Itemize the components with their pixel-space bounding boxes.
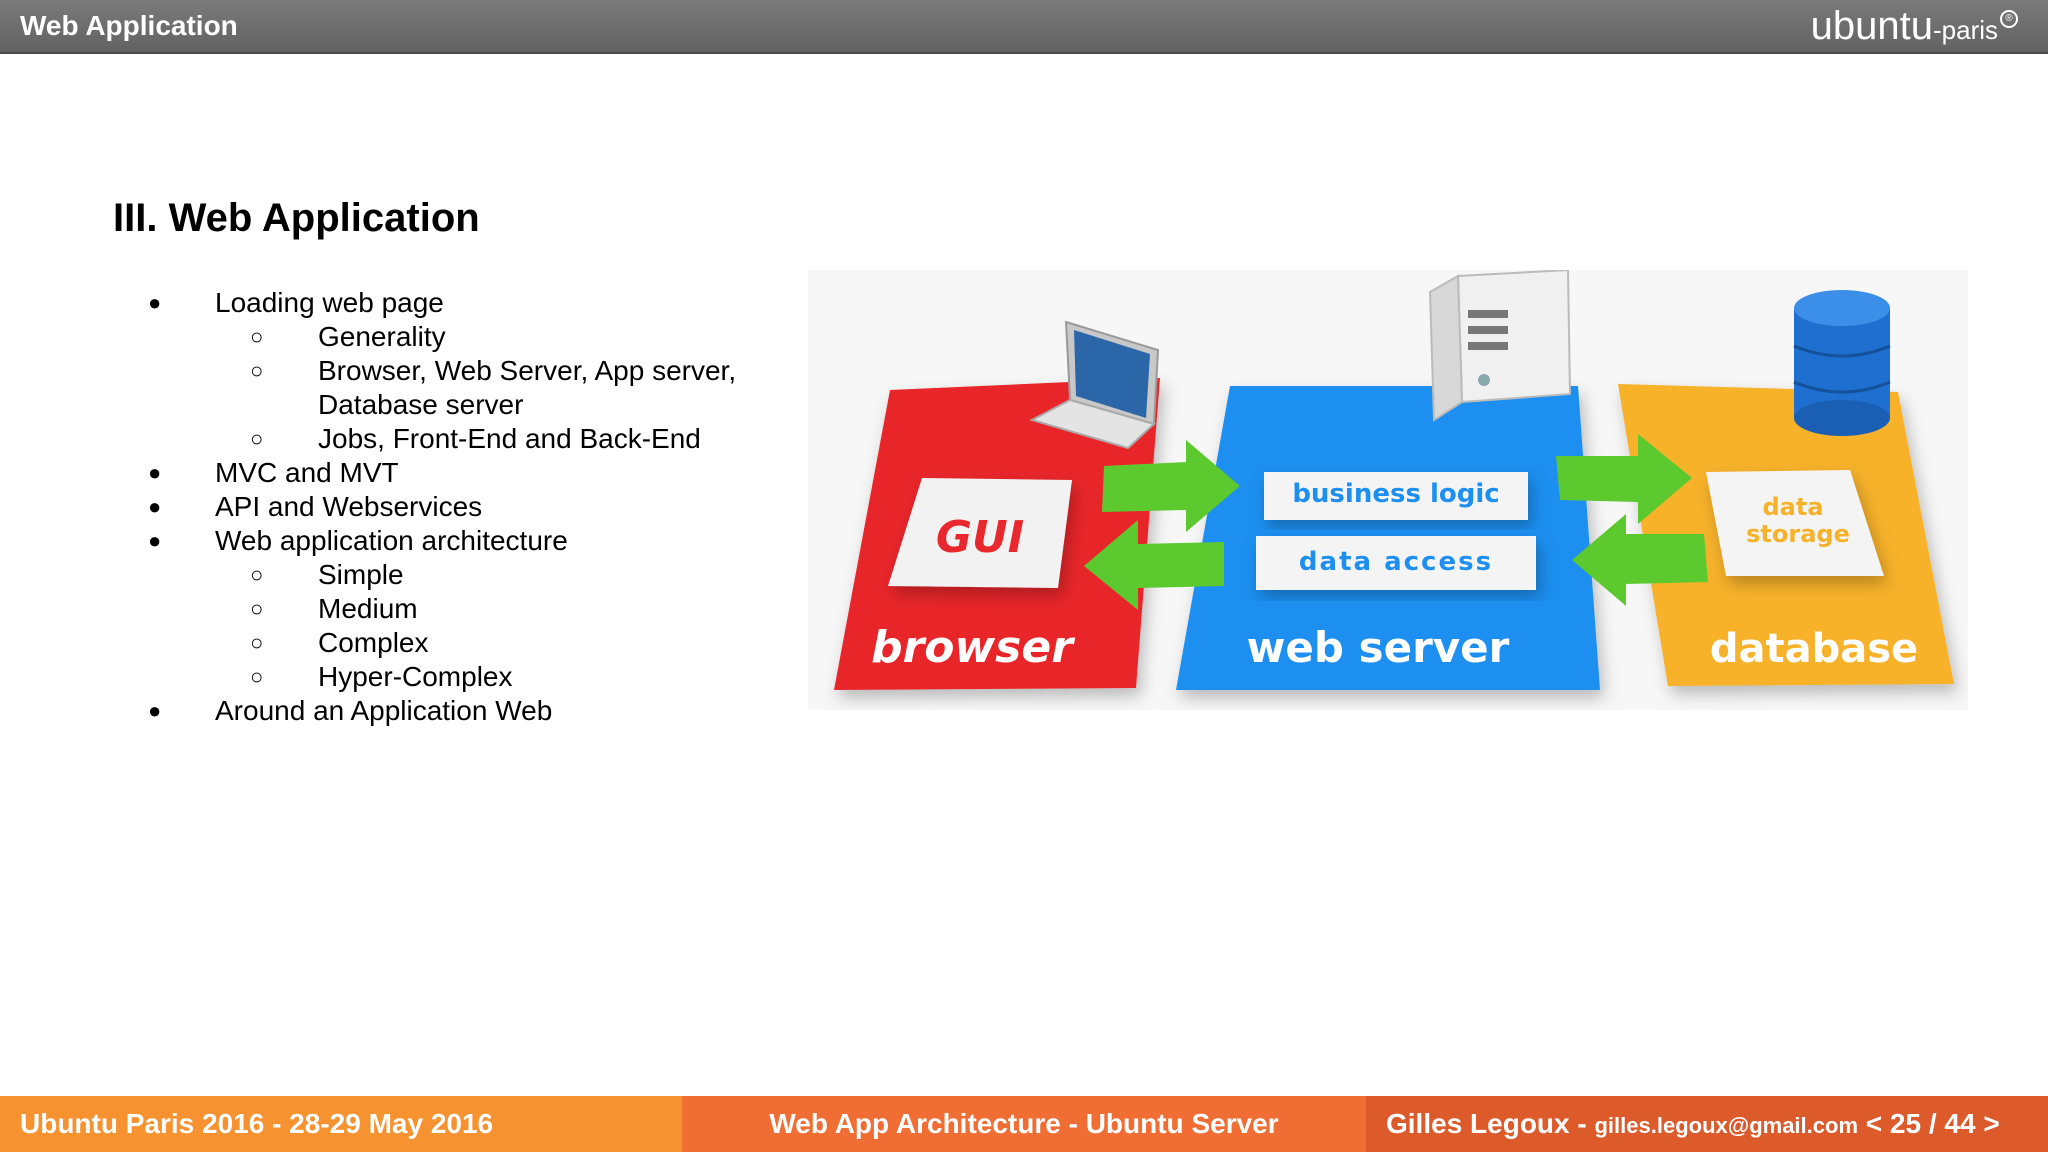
- registered-mark-icon: ®: [2000, 10, 2018, 28]
- arrows-group: [1084, 434, 1708, 610]
- data-storage-label-2: storage: [1746, 520, 1850, 548]
- architecture-diagram: GUI browser business logic data access w…: [808, 270, 1968, 710]
- list-item-text: Generality: [318, 321, 446, 352]
- sub-bullet-icon: ○: [250, 664, 264, 689]
- database-block: data storage database: [1618, 290, 1954, 686]
- list-item-text: Web application architecture: [215, 525, 568, 556]
- slide-footer: Ubuntu Paris 2016 - 28-29 May 2016 Web A…: [0, 1096, 2048, 1152]
- browser-block: GUI browser: [834, 320, 1160, 690]
- arrow-left-icon: [1084, 520, 1224, 610]
- footer-talk-text: Web App Architecture - Ubuntu Server: [769, 1108, 1279, 1139]
- footer-event: Ubuntu Paris 2016 - 28-29 May 2016: [0, 1096, 682, 1152]
- slide-header-bar: Web Application ubuntu-paris®: [0, 0, 2048, 54]
- list-item-text: Medium: [318, 593, 418, 624]
- laptop-icon: [1029, 320, 1160, 450]
- gui-box: [888, 478, 1072, 588]
- arrow-left-icon: [1572, 514, 1708, 606]
- list-item-text: Around an Application Web: [215, 695, 553, 726]
- ubuntu-paris-logo: ubuntu-paris®: [1811, 4, 2018, 49]
- bullet-icon: ●: [148, 494, 162, 519]
- server-tower-icon: [1428, 270, 1572, 422]
- sub-bullet-icon: ○: [250, 324, 264, 349]
- logo-main-text: ubuntu: [1810, 4, 1933, 48]
- list-item-text: Loading web page: [215, 287, 444, 318]
- bullet-icon: ●: [148, 528, 162, 553]
- bullet-icon: ●: [148, 698, 162, 723]
- sub-bullet-icon: ○: [250, 596, 264, 621]
- list-item-text: Browser, Web Server, App server,: [318, 355, 737, 386]
- footer-author: Gilles Legoux - gilles.legoux@gmail.com …: [1366, 1096, 2048, 1152]
- list-item-text: Jobs, Front-End and Back-End: [318, 423, 701, 454]
- bullet-icon: ●: [148, 290, 162, 315]
- database-cylinder-icon: [1793, 290, 1891, 436]
- bullet-icon: ●: [148, 460, 162, 485]
- browser-label: browser: [871, 622, 1075, 673]
- footer-email: gilles.legoux@gmail.com: [1594, 1113, 1859, 1138]
- list-item-text: Hyper-Complex: [318, 661, 513, 692]
- logo-sub-text: -paris: [1932, 15, 1998, 45]
- gui-label: GUI: [936, 512, 1024, 563]
- arrow-right-icon: [1102, 440, 1240, 532]
- list-item-text: Database server: [318, 389, 524, 420]
- data-storage-box: [1706, 470, 1884, 576]
- business-logic-box: [1264, 472, 1528, 520]
- sub-bullet-icon: ○: [250, 426, 264, 451]
- web-server-block: business logic data access web server: [1176, 270, 1600, 690]
- page-title: III. Web Application: [113, 196, 480, 240]
- sub-bullet-icon: ○: [250, 630, 264, 655]
- data-access-label: data access: [1299, 547, 1493, 577]
- footer-author-text: Gilles Legoux -: [1386, 1108, 1595, 1139]
- sub-bullet-icon: ○: [250, 358, 264, 383]
- footer-talk: Web App Architecture - Ubuntu Server: [682, 1096, 1366, 1152]
- list-item-text: MVC and MVT: [215, 457, 399, 488]
- slide-header-title: Web Application: [20, 10, 238, 41]
- data-access-box: [1256, 536, 1536, 590]
- business-logic-label: business logic: [1292, 479, 1499, 509]
- page-counter: < 25 / 44 >: [1865, 1108, 2000, 1139]
- arrow-right-icon: [1556, 434, 1692, 524]
- web-server-label: web server: [1247, 623, 1510, 672]
- data-storage-label-1: data: [1762, 493, 1823, 521]
- sub-bullet-icon: ○: [250, 562, 264, 587]
- footer-event-text: Ubuntu Paris 2016 - 28-29 May 2016: [20, 1108, 494, 1139]
- database-label: database: [1710, 626, 1918, 672]
- list-item-text: Simple: [318, 559, 404, 590]
- list-item-text: Complex: [318, 627, 429, 658]
- list-item-text: API and Webservices: [215, 491, 483, 522]
